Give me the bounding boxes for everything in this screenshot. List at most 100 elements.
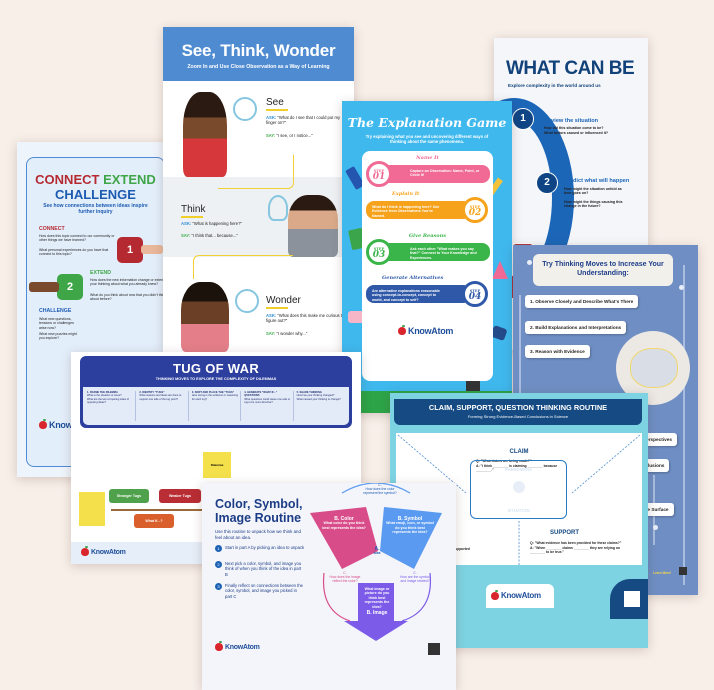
poster-connect-extend-challenge: CONNECT EXTEND CHALLENGE See how connect… xyxy=(17,142,174,477)
section-text: How does this topic connect to our commu… xyxy=(39,234,115,243)
poster-title: Color, Symbol, Image Routine xyxy=(215,497,303,525)
title-connect: CONNECT xyxy=(35,172,100,187)
eraser-icon xyxy=(348,311,364,323)
step-column: 2. IDENTIFY "TUGS"What reasons and ideas… xyxy=(139,391,189,421)
magnifier-icon xyxy=(233,97,257,121)
tag-weaker: Weaker Tugs xyxy=(159,489,201,503)
knowatom-logo: KnowAtom xyxy=(491,589,549,600)
c-left-caption: C.How does the image reflect the color? xyxy=(329,571,361,584)
claim-heading: CLAIM xyxy=(509,449,529,455)
poster-title: See, Think, Wonder xyxy=(181,41,336,60)
qr-code xyxy=(466,381,480,393)
section-heading-extend: EXTEND xyxy=(90,270,112,276)
hand-icon xyxy=(141,245,163,254)
phenomena-box: PHENOMENA SITUATION xyxy=(470,460,567,519)
puzzle-piece-icon: 2 xyxy=(57,274,83,300)
poster-subtitle: THINKING MOVES TO EXPLORE THE COMPLEXITY… xyxy=(155,377,277,381)
qr-corner xyxy=(610,579,648,619)
item-heading: Review the situation xyxy=(544,118,599,124)
section-text: What new questions, tensions or challeng… xyxy=(39,317,74,330)
poster-subtitle: Explore complexity in the world around u… xyxy=(508,83,601,88)
step-column: 3. SORT AND PLACE THE "TUGS"How strong i… xyxy=(192,391,242,421)
student-photo xyxy=(183,92,227,177)
item-text: How might the things causing this change… xyxy=(564,200,623,209)
section-label-wonder: Wonder xyxy=(266,295,301,309)
step-bar: Capture an Observation: Name, Point, or … xyxy=(380,165,490,183)
knowatom-logo-box: KnowAtom xyxy=(486,584,554,608)
poster-title: CLAIM, SUPPORT, QUESTION THINKING ROUTIN… xyxy=(428,403,608,412)
thinking-move: 2. Build Explanations and Interpretation… xyxy=(525,321,627,334)
question-mark-icon xyxy=(235,289,259,313)
thinking-move: lusions xyxy=(643,459,670,472)
claim-question: Q: "What claims are being made?" xyxy=(476,459,532,463)
student-photo xyxy=(288,195,338,257)
title-extend: EXTEND xyxy=(103,172,156,187)
ask-text: ASK: "What do I see that I could put my … xyxy=(266,115,341,126)
triangle-ruler-icon xyxy=(492,261,508,279)
sticky-note xyxy=(79,492,105,526)
apple-icon xyxy=(215,641,223,651)
section-heading-challenge: CHALLENGE xyxy=(39,308,72,314)
thinking-move: 3. Reason with Evidence xyxy=(525,345,590,358)
section-label-see: See xyxy=(266,97,288,111)
tag-what-if: What If...? xyxy=(134,514,174,528)
say-text: SAY: "I think that... because..." xyxy=(181,233,238,238)
knowatom-logo: KnowAtom xyxy=(215,641,260,651)
apple-icon xyxy=(39,419,47,429)
step-name: Give Reasons xyxy=(408,233,447,239)
c-top-caption: C.How does the color represent the symbo… xyxy=(363,483,397,496)
connector-line xyxy=(193,255,293,279)
poster-title: WHAT CAN BE xyxy=(506,58,635,79)
thinking-move: 1. Observe Closely and Describe What's T… xyxy=(525,295,639,308)
poster-subtitle: Zoom In and Use Close Observation as a W… xyxy=(187,64,330,70)
item-text: How did this situation come to be? xyxy=(544,126,604,130)
step-name: Generate Alternatives xyxy=(382,275,444,281)
say-text: SAY: "I see, or I notice..." xyxy=(266,133,313,138)
item-text: What factors caused or influenced it? xyxy=(544,131,609,135)
poster-subtitle: Forming Strong Evidence-Based Conclusion… xyxy=(467,414,569,419)
poster-color-symbol-image: Color, Symbol, Image Routine Use this ro… xyxy=(202,483,456,690)
poster-subtitle: Use this routine to unpack how we think … xyxy=(215,529,301,540)
student-photo xyxy=(181,282,229,352)
apple-icon xyxy=(398,325,406,335)
step-bar: What do I think is happening here? Use E… xyxy=(366,201,471,219)
say-text: SAY: "I wonder why..." xyxy=(266,331,308,336)
image-section: What image or picture do you think best … xyxy=(364,587,390,617)
poster-see-think-wonder: See, Think, Wonder Zoom In and Use Close… xyxy=(163,27,354,352)
poster-title: The Explanation Game xyxy=(347,115,507,130)
section-text: What personal experiences do you have th… xyxy=(39,248,109,257)
qr-code xyxy=(624,591,640,607)
poster-title: Try Thinking Moves to Increase Your Unde… xyxy=(533,254,673,286)
step-name: Explain It xyxy=(392,191,420,197)
sticky-note-dilemma: Dilemma xyxy=(203,452,231,478)
support-question: Q: "What evidence has been provided for … xyxy=(530,541,622,545)
claim-answer: A: "I think ________ is claiming _______… xyxy=(476,464,558,473)
routine-panel: CLAIM Q: "What claims are being made?" A… xyxy=(396,433,642,565)
learn-more-link[interactable]: Learn More! xyxy=(653,571,672,575)
routine-diagram xyxy=(310,483,442,641)
section-heading-connect: CONNECT xyxy=(39,226,65,232)
circuit-node xyxy=(653,525,658,530)
qr-code xyxy=(679,567,687,575)
step-number-2: 2 xyxy=(536,172,558,194)
item-text: How might the situation unfold as time g… xyxy=(564,187,622,196)
poster-header: See, Think, Wonder Zoom In and Use Close… xyxy=(163,27,354,81)
ask-text: ASK: "What is happening here?" xyxy=(181,221,242,226)
poster-explanation-game: The Explanation Game Try explaining what… xyxy=(342,101,512,413)
apple-icon xyxy=(81,546,89,556)
puzzle-piece-icon: 1 xyxy=(117,237,143,263)
section-text: What new puzzles might you explore? xyxy=(39,332,77,341)
apple-icon xyxy=(491,589,499,600)
idea-center: A.Idea xyxy=(373,546,381,556)
lightbulb-icon xyxy=(268,195,288,221)
item-heading: Predict what will happen xyxy=(564,178,630,184)
tag-stronger: Stronger Tugs xyxy=(109,489,149,503)
section-text: What do you think about now that you did… xyxy=(90,293,167,302)
